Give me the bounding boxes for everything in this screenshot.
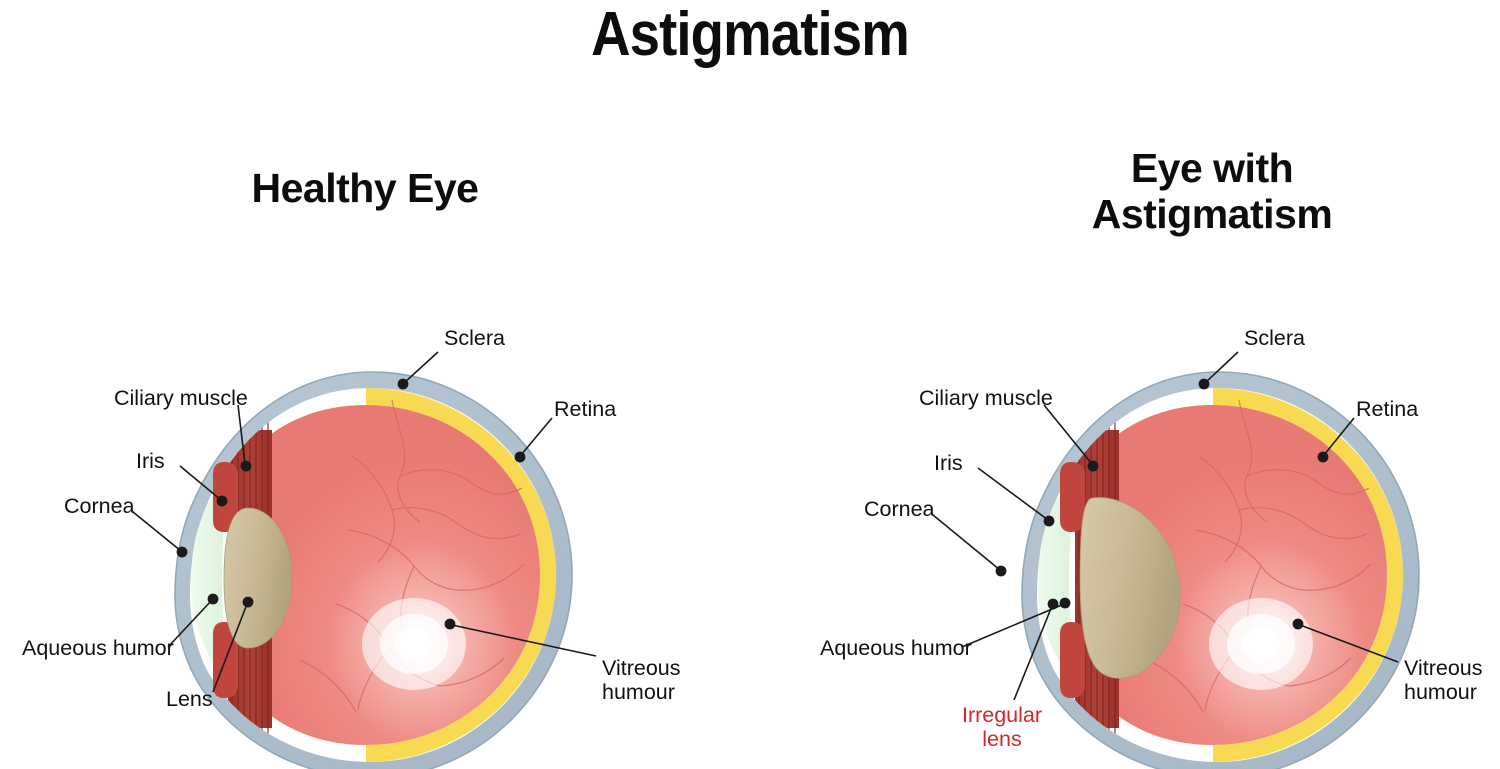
dot-vitreous-astig xyxy=(1292,618,1304,630)
label-iris-healthy: Iris xyxy=(136,449,165,473)
vitreous-body-astig xyxy=(1037,388,1403,762)
leader-iris-astig xyxy=(977,467,1049,521)
leader-retina xyxy=(520,417,553,456)
dot-iris xyxy=(216,495,228,507)
leader-iris xyxy=(179,465,222,501)
label-ciliary-muscle-healthy: Ciliary muscle xyxy=(114,386,248,410)
dot-ciliary-astig xyxy=(1087,460,1099,472)
ciliary-muscle-band-astig xyxy=(1075,430,1119,728)
dot-aqueous-astig xyxy=(1059,597,1071,609)
label-irregular-lens-line2: lens xyxy=(982,727,1022,752)
leader-cornea xyxy=(132,511,182,552)
ciliary-striations xyxy=(231,400,269,750)
label-iris-astig: Iris xyxy=(934,451,963,475)
leader-vitreous-astig xyxy=(1299,624,1399,663)
aqueous-humor-chamber xyxy=(191,462,243,694)
dot-irregular-lens xyxy=(1047,598,1059,610)
label-aqueous-humor-healthy: Aqueous humor xyxy=(22,636,174,660)
dot-cornea-astig xyxy=(995,565,1007,577)
dot-cornea xyxy=(176,546,188,558)
panel-title-astigmatism-line1: Eye with xyxy=(1130,145,1294,191)
label-retina-healthy: Retina xyxy=(554,397,617,421)
label-cornea-astig: Cornea xyxy=(864,497,935,521)
leader-vitreous xyxy=(451,624,597,657)
iris-lower-astig xyxy=(1060,622,1085,698)
dot-vitreous xyxy=(444,618,456,630)
vitreous-humour-fill-astig xyxy=(1075,405,1387,745)
leader-ciliary xyxy=(237,404,246,465)
label-irregular-lens: Irregular lens xyxy=(942,703,1062,751)
iris-upper xyxy=(213,462,238,532)
retina-layer xyxy=(366,388,556,762)
leader-sclera xyxy=(403,351,439,384)
label-vitreous-humour-astig-line1: Vitreous xyxy=(1404,656,1483,680)
retina-layer-astig xyxy=(1213,388,1403,762)
panel-title-healthy: Healthy Eye xyxy=(251,165,479,211)
panel-title-astigmatism-line2: Astigmatism xyxy=(1091,190,1333,237)
leader-lens xyxy=(212,603,248,693)
retinal-vessels xyxy=(299,399,525,713)
label-irregular-lens-line1: Irregular xyxy=(961,703,1043,727)
label-sclera-astig: Sclera xyxy=(1244,326,1305,350)
ciliary-muscle-band xyxy=(228,430,272,728)
leader-cornea-astig xyxy=(932,514,1001,571)
dot-ciliary xyxy=(240,460,252,472)
macula-glow-astig xyxy=(1209,598,1313,690)
iris-lower xyxy=(213,622,238,698)
label-vitreous-humour-astig: Vitreous humour xyxy=(1404,656,1482,704)
lens-irregular xyxy=(1079,497,1181,679)
label-cornea-healthy: Cornea xyxy=(64,494,135,518)
leader-aqueous xyxy=(167,599,213,648)
label-vitreous-humour-healthy-line2: humour xyxy=(602,680,675,705)
leader-ciliary-astig xyxy=(1043,404,1093,465)
label-aqueous-humor-astig: Aqueous humor xyxy=(820,636,972,660)
panel-title-astigmatism: Eye with Astigmatism xyxy=(1012,145,1412,238)
ciliary-striations-astig xyxy=(1078,400,1116,750)
label-vitreous-humour-astig-line2: humour xyxy=(1404,680,1477,705)
vitreous-humour-fill xyxy=(228,405,540,745)
sclera-shell-astig xyxy=(1021,371,1420,769)
macula-glow xyxy=(362,598,466,690)
dot-iris-astig xyxy=(1043,515,1055,527)
leader-retina-astig xyxy=(1323,417,1355,456)
leader-aqueous-astig xyxy=(961,603,1065,648)
iris-upper-astig xyxy=(1060,462,1085,532)
dot-lens xyxy=(242,596,254,608)
dot-sclera xyxy=(397,378,409,390)
label-vitreous-humour-healthy-line1: Vitreous xyxy=(602,656,681,680)
dot-retina-astig xyxy=(1317,451,1329,463)
astigmatic-eye-illustration xyxy=(1021,371,1420,769)
lens-healthy xyxy=(223,507,293,649)
label-lens-healthy: Lens xyxy=(166,687,213,711)
label-vitreous-humour-healthy: Vitreous humour xyxy=(602,656,680,704)
vitreous-body xyxy=(190,388,556,762)
dot-retina xyxy=(514,451,526,463)
leader-sclera-astig xyxy=(1204,351,1239,384)
sclera-shell xyxy=(174,371,573,769)
page-title: Astigmatism xyxy=(591,0,910,69)
label-sclera-healthy: Sclera xyxy=(444,326,505,350)
retinal-vessels-astig xyxy=(1146,399,1372,713)
dot-aqueous xyxy=(207,593,219,605)
healthy-eye-illustration xyxy=(174,371,573,769)
dot-sclera-astig xyxy=(1198,378,1210,390)
leader-irregular-lens xyxy=(1013,605,1053,701)
label-retina-astig: Retina xyxy=(1356,397,1419,421)
aqueous-humor-chamber-astig xyxy=(1038,462,1090,694)
label-ciliary-muscle-astig: Ciliary muscle xyxy=(919,386,1053,410)
